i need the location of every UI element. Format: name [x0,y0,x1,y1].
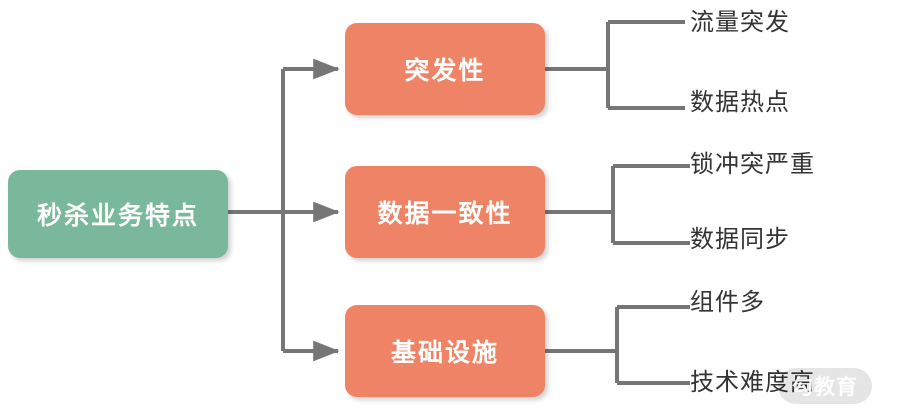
leaf-label: 流量突发 [690,8,790,36]
branch-node-infrastructure[interactable]: 基础设施 [345,305,545,397]
branch-node-burstiness[interactable]: 突发性 [345,23,545,115]
branch-node-data-consistency[interactable]: 数据一致性 [345,166,545,258]
root-node-label: 秒杀业务特点 [36,201,199,230]
branch-node-label: 突发性 [404,56,486,85]
watermark: 勾教育 [778,368,872,404]
leaf-label: 数据同步 [690,225,790,253]
branch-node-label: 数据一致性 [377,199,513,228]
leaf-label: 组件多 [690,288,765,316]
root-node[interactable]: 秒杀业务特点 [8,170,228,258]
leaf-label: 数据热点 [690,88,790,116]
leaf-label: 技术难度高 [690,368,815,396]
leaf-label: 锁冲突严重 [690,150,815,178]
branch-node-label: 基础设施 [390,338,499,367]
